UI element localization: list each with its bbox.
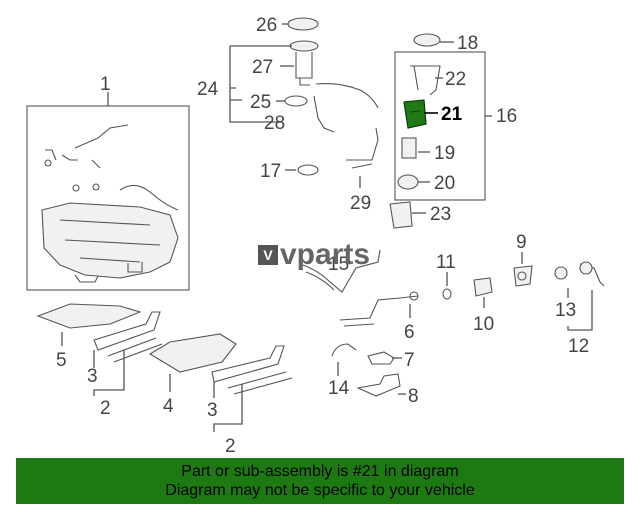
strap-3-left: [93, 311, 161, 351]
callout-22: 22: [445, 69, 466, 90]
info-banner-line-1: Part or sub-assembly is #21 in diagram: [181, 463, 459, 480]
bracket-10: [473, 277, 493, 297]
callout-15: 15: [328, 254, 349, 275]
vparts-logo: V vparts: [258, 238, 370, 272]
callout-14: 14: [328, 378, 350, 399]
parts-diagram: 1 2 2 3 3 4 5 6 7 8 9 10 11 12 13 14 15 …: [26, 15, 605, 456]
leader-24: [229, 45, 292, 123]
sender-body-27: [295, 52, 313, 86]
callout-13: 13: [555, 300, 576, 321]
protector-4: [148, 333, 237, 373]
tank-clip-b: [72, 184, 80, 192]
tank-clip-c: [92, 183, 100, 191]
tank-vent-line: [74, 124, 129, 149]
fuel-filter-21-detail: [409, 110, 421, 113]
callout-28: 28: [264, 113, 285, 134]
callout-4: 4: [163, 396, 174, 417]
callout-17: 17: [260, 161, 281, 182]
fuel-tank: [41, 202, 179, 283]
filler-tube-15-b: [305, 271, 335, 291]
info-banner: Part or sub-assembly is #21 in diagram D…: [16, 458, 624, 504]
callout-24: 24: [197, 79, 219, 100]
housing-9: [513, 265, 533, 287]
pipe-6-end: [409, 291, 419, 301]
callout-3-left: 3: [87, 366, 98, 387]
hose-14: [331, 343, 357, 357]
vparts-logo-word: vparts: [280, 238, 371, 271]
gasket-17: [297, 164, 319, 176]
callout-5: 5: [56, 350, 67, 371]
strap-2-right: [227, 371, 293, 395]
callout-19: 19: [434, 143, 455, 164]
sender-gasket-27: [289, 40, 319, 52]
vparts-logo-mark: V: [258, 245, 278, 265]
callout-21: 21: [441, 104, 463, 125]
strap-2-left: [107, 337, 163, 363]
tank-clip-a: [44, 159, 52, 167]
callout-2-right: 2: [225, 436, 236, 456]
callout-20: 20: [434, 173, 455, 194]
pipe-6: [339, 295, 419, 327]
tank-hose-small: [45, 149, 78, 161]
callout-12: 12: [568, 336, 589, 357]
pump-base-20: [397, 174, 419, 190]
float-arm-28: [313, 95, 335, 133]
fuel-filter-21: [403, 99, 427, 129]
seal-13: [554, 266, 568, 280]
callout-7: 7: [404, 350, 415, 371]
fuel-pump-19: [401, 137, 417, 159]
info-banner-line-2: Diagram may not be specific to your vehi…: [165, 482, 475, 499]
tank-sender-line: [119, 184, 179, 211]
leader-2-3-right: [213, 382, 243, 432]
callout-18: 18: [457, 33, 478, 54]
callout-25: 25: [250, 92, 271, 113]
tank-clip-d: [91, 159, 101, 169]
callout-3-right: 3: [207, 400, 218, 421]
vent-hose: [315, 83, 379, 109]
leader-12-13: [567, 288, 593, 331]
callout-27: 27: [252, 57, 273, 78]
callout-11: 11: [436, 252, 456, 273]
diagram-canvas: 1 2 2 3 3 4 5 6 7 8 9 10 11 12 13 14 15 …: [26, 15, 605, 456]
callout-1: 1: [100, 74, 111, 95]
callout-23: 23: [430, 204, 451, 225]
hose-7: [367, 351, 395, 365]
pump-assembly-frame: [394, 51, 486, 201]
lock-ring-18: [413, 33, 441, 47]
bracket-8: [356, 373, 401, 397]
housing-9-hole: [517, 271, 527, 281]
callout-16: 16: [496, 106, 517, 127]
filter-cup-23: [389, 201, 413, 229]
callout-2-left: 2: [100, 398, 111, 419]
filler-tube-15: [299, 249, 381, 293]
leader-2-3-left: [93, 350, 125, 396]
callout-29: 29: [350, 193, 371, 214]
callout-10: 10: [473, 314, 494, 335]
protector-5: [36, 303, 142, 329]
callout-9: 9: [516, 232, 527, 253]
neck-12-head: [579, 261, 593, 275]
grommet-11: [442, 288, 452, 300]
callout-26: 26: [256, 15, 277, 36]
bracket-22: [410, 65, 441, 96]
tube-29: [346, 127, 379, 169]
gasket-25: [284, 95, 308, 107]
callout-8: 8: [408, 386, 419, 407]
retainer-26: [287, 17, 319, 31]
callout-6: 6: [404, 322, 415, 343]
